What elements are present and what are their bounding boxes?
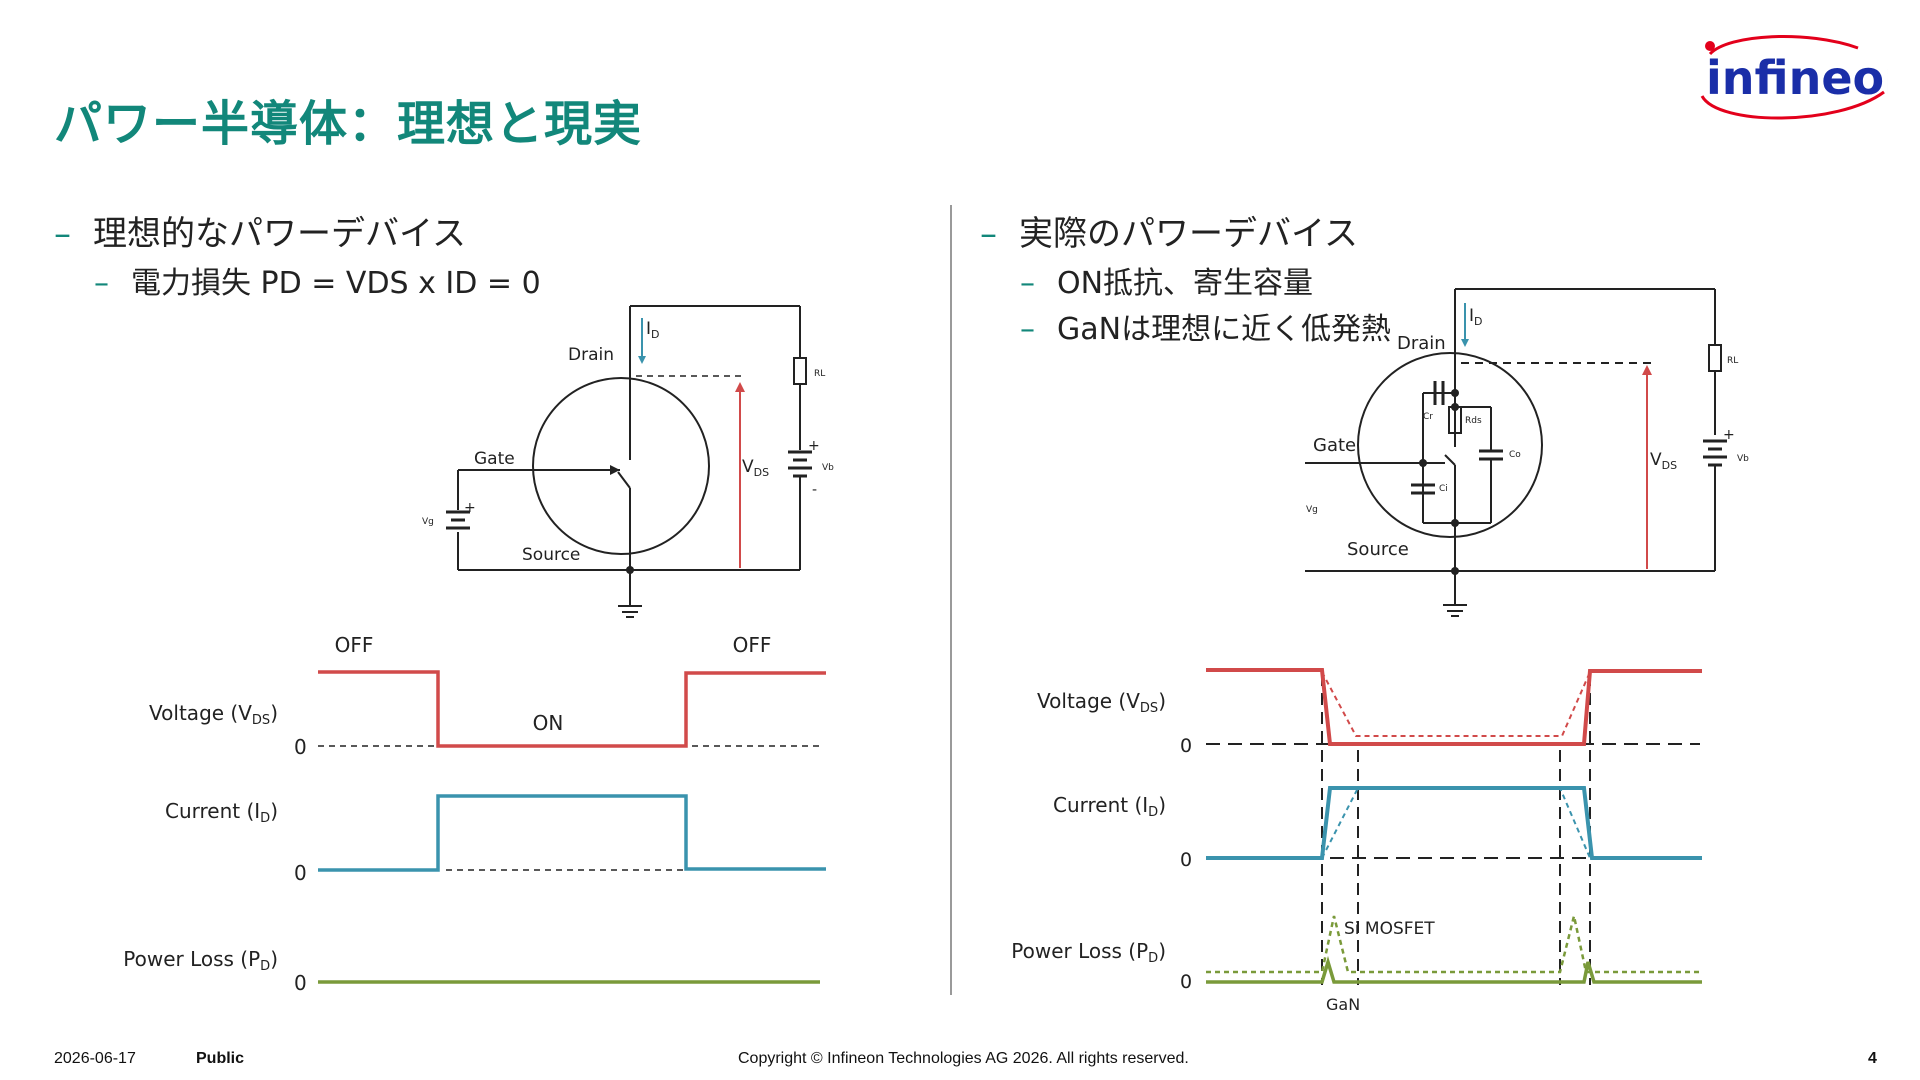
zero-label: 0 [294, 971, 307, 995]
source-label: Source [1347, 539, 1409, 560]
vg-label: Vg [422, 517, 434, 527]
footer-date: 2026-06-17 [54, 1050, 136, 1067]
plus-sign: + [808, 438, 820, 454]
dash-icon: – [980, 214, 997, 254]
zero-label: 0 [1180, 849, 1192, 871]
vds-label: VDS [1650, 450, 1677, 472]
rl-label: RL [814, 369, 825, 379]
dash-icon: – [1020, 266, 1035, 301]
power-axis-label: Power Loss (PD) [123, 947, 278, 974]
voltage-axis-label: Voltage (VDS) [1037, 689, 1166, 716]
zero-label: 0 [294, 861, 307, 885]
right-heading-text: 実際のパワーデバイス [1019, 214, 1358, 254]
current-wave [318, 794, 826, 872]
minus-sign: - [812, 482, 817, 498]
ideal-waveforms: OFF OFF ON Voltage (VDS) 0 Current (ID) … [123, 633, 826, 995]
gan-power-wave [1206, 955, 1702, 984]
left-sub-text: 電力損失 PD = VDS x ID = 0 [131, 266, 541, 301]
right-subbullet-2: –GaNは理想に近く低発熱 [1020, 304, 1391, 348]
vg-label: Vg [1306, 505, 1318, 515]
cr-label: Cr [1423, 412, 1433, 422]
vds-label: VDS [742, 457, 769, 479]
zero-label: 0 [1180, 735, 1192, 757]
ci-label: Ci [1439, 484, 1448, 494]
gate-label: Gate [1313, 435, 1356, 456]
right-heading: –実際のパワーデバイス [980, 206, 1358, 255]
left-heading-text: 理想的なパワーデバイス [93, 214, 466, 254]
footer-classification: Public [196, 1050, 245, 1067]
page-number: 4 [1868, 1050, 1877, 1067]
zero-label: 0 [294, 735, 307, 759]
drain-label: Drain [1397, 333, 1446, 354]
off-label: OFF [335, 633, 374, 657]
real-waveforms: Voltage (VDS) 0 Current (ID) 0 Power Los… [1011, 668, 1702, 1014]
zero-label: 0 [1180, 971, 1192, 993]
ideal-circuit-diagram: Drain Gate Source ID VDS RL Vb Vg + - + [422, 305, 834, 618]
real-circuit-diagram: Drain Gate Source ID VDS RL Vb Cr Rds Co… [1305, 288, 1749, 617]
current-axis-label: Current (ID) [165, 799, 278, 826]
current-wave [1206, 786, 1702, 860]
si-mosfet-power-wave [1206, 915, 1702, 974]
power-axis-label: Power Loss (PD) [1011, 939, 1166, 966]
drain-label: Drain [568, 345, 614, 365]
gate-label: Gate [474, 449, 515, 469]
voltage-axis-label: Voltage (VDS) [149, 701, 278, 728]
page-title: パワー半導体：理想と現実 [54, 96, 643, 152]
id-label: ID [1469, 306, 1483, 328]
gan-label: GaN [1326, 995, 1360, 1014]
source-label: Source [522, 545, 580, 565]
voltage-wave [318, 670, 826, 748]
right-sub2-text: GaNは理想に近く低発熱 [1057, 312, 1392, 347]
id-label: ID [646, 319, 660, 341]
right-subbullet-1: –ON抵抗、寄生容量 [1020, 258, 1313, 302]
right-sub1-text: ON抵抗、寄生容量 [1057, 266, 1314, 301]
column-divider [950, 205, 952, 995]
current-axis-label: Current (ID) [1053, 793, 1166, 820]
plus-sign: + [464, 500, 476, 516]
infineon-logo: infineon [1688, 26, 1917, 122]
rl-label: RL [1727, 356, 1738, 366]
dash-icon: – [54, 214, 71, 254]
vb-label: Vb [822, 463, 834, 473]
off-label: OFF [733, 633, 772, 657]
co-label: Co [1509, 450, 1521, 460]
dash-icon: – [1020, 312, 1035, 347]
on-label: ON [533, 711, 564, 735]
dash-icon: – [94, 266, 109, 301]
voltage-wave [1206, 668, 1702, 746]
left-heading: –理想的なパワーデバイス [54, 206, 466, 255]
footer-copyright: Copyright © Infineon Technologies AG 202… [738, 1050, 1189, 1067]
rds-label: Rds [1465, 416, 1482, 426]
si-mosfet-label: Si MOSFET [1344, 919, 1435, 939]
left-subbullet: –電力損失 PD = VDS x ID = 0 [94, 258, 541, 302]
plus-sign: + [1723, 427, 1735, 443]
vb-label: Vb [1737, 454, 1749, 464]
logo-text: infineon [1706, 51, 1888, 105]
